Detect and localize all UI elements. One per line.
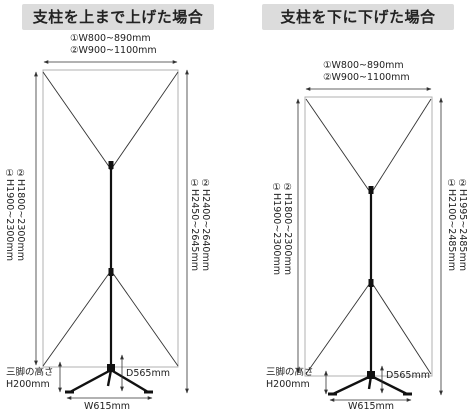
right-total-height-label-2: ②H1995~2485mm — [457, 178, 468, 271]
left-depth-label: D565mm — [126, 368, 170, 379]
left-title: 支柱を上まで上げた場合 — [22, 4, 214, 30]
right-legs-height-label: 三脚の高さ — [266, 367, 314, 378]
right-leg-right — [370, 374, 408, 396]
left-mid-joint — [108, 268, 114, 276]
left-dimensions — [34, 60, 189, 400]
right-total-height-label-1: ①H2100~2485mm — [446, 178, 457, 271]
right-banner-frame — [304, 96, 433, 377]
left-total-height-label-2: ②H2400~2640mm — [200, 178, 211, 271]
right-banner-height-label-1: ①H1900~2300mm — [271, 182, 282, 275]
right-legs-height-value: H200mm — [266, 379, 310, 390]
right-upper-arm-left — [305, 98, 371, 193]
left-total-height-label-1: ①H2450~2645mm — [189, 178, 200, 271]
right-lower-arm-right — [371, 282, 432, 375]
right-lower-arm-left — [305, 282, 371, 375]
right-leg-left — [332, 374, 372, 396]
left-legs-height-label: 三脚の高さ — [6, 367, 54, 378]
right-stand — [304, 96, 433, 396]
left-lower-arm-right — [111, 271, 179, 367]
left-leg-hub — [107, 364, 115, 372]
right-width-label-2: ②W900~1100mm — [323, 72, 410, 83]
right-depth-label: D565mm — [386, 370, 430, 381]
left-leg-back — [106, 369, 113, 387]
left-upper-arm-left — [42, 71, 111, 169]
right-mid-joint — [368, 279, 374, 287]
left-width-label-1: ①W800~890mm — [70, 33, 151, 44]
left-banner-height-label-2: ②H1800~2300mm — [15, 168, 26, 261]
right-base-width-label: W615mm — [348, 401, 395, 412]
left-upper-arm-right — [111, 71, 179, 169]
left-width-label-2: ②W900~1100mm — [70, 45, 157, 56]
right-leg-hub — [367, 371, 375, 379]
left-base-width-label: W615mm — [84, 401, 131, 412]
left-leg-left — [69, 368, 112, 394]
left-banner-height-label-1: ①H1900~2300mm — [4, 168, 15, 261]
right-width-label-1: ①W800~890mm — [323, 60, 404, 71]
right-upper-arm-right — [371, 98, 432, 193]
left-legs-height-value: H200mm — [6, 379, 50, 390]
right-dimensions — [296, 87, 443, 402]
left-lower-arm-left — [42, 271, 111, 367]
right-title: 支柱を下に下げた場合 — [262, 4, 454, 30]
right-banner-height-label-2: ②H1800~2300mm — [282, 182, 293, 275]
left-top-joint — [108, 161, 114, 169]
right-top-joint — [368, 186, 374, 194]
left-stand — [42, 69, 179, 394]
left-leg-right — [110, 368, 149, 394]
